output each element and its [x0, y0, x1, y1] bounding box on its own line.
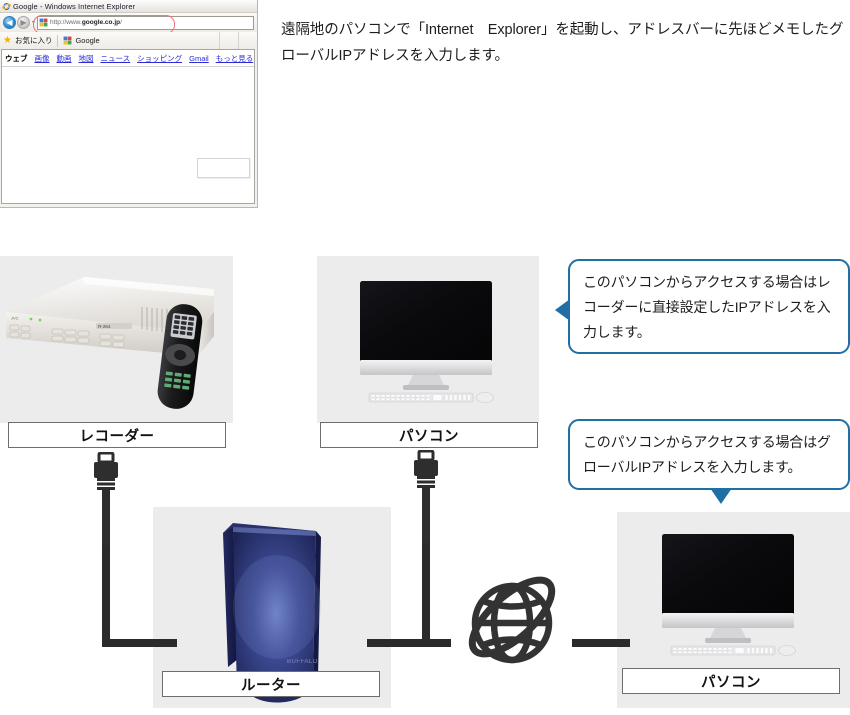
lan-connector-icon: [94, 452, 118, 552]
gnav-item-videos[interactable]: 動画: [56, 54, 72, 63]
forward-arrow-icon: ▶: [20, 17, 27, 27]
router-label: ルーター: [162, 671, 380, 697]
cable-router-to-internet: [391, 639, 451, 647]
favorites-item-label: Google: [75, 36, 100, 45]
gnav-item-news[interactable]: ニュース: [100, 54, 131, 63]
gnav-item-web[interactable]: ウェブ: [5, 54, 28, 63]
favorites-bar: ★ お気に入り Google: [0, 32, 257, 49]
ie-logo-icon: [2, 2, 11, 10]
back-button[interactable]: ◀: [3, 16, 16, 29]
pc-top-label: パソコン: [320, 422, 538, 448]
svg-text:R-264: R-264: [98, 324, 111, 329]
toolbar-slot-1[interactable]: [219, 32, 238, 49]
favorites-button-label[interactable]: お気に入り: [14, 36, 53, 45]
pc-bottom-label: パソコン: [622, 668, 840, 694]
recorder-photo: JVC R-264: [0, 256, 233, 423]
browser-content-area: ウェブ 画像 動画 地図 ニュース ショッピング Gmail もっと見る ▾: [1, 49, 255, 204]
lan-connector-icon: [414, 450, 438, 550]
gnav-item-gmail[interactable]: Gmail: [189, 54, 209, 63]
gnav-item-more[interactable]: もっと見る: [215, 54, 254, 63]
favorites-item-google[interactable]: Google: [63, 36, 100, 45]
recorder-label: レコーダー: [8, 422, 226, 448]
callout-tail-down-icon: [710, 488, 732, 504]
google-favicon-icon: [64, 36, 72, 45]
browser-window-title: Google - Windows Internet Explorer: [13, 1, 136, 11]
favorites-divider: [57, 34, 59, 47]
gnav-item-images[interactable]: 画像: [34, 54, 50, 63]
favorites-bar-right-group: [219, 32, 257, 49]
cable-internet-to-pc: [572, 639, 630, 647]
address-bar-url: http://www.google.co.jp/: [50, 19, 122, 26]
instruction-paragraph: 遠隔地のパソコンで「Internet Explorer」を起動し、アドレスバーに…: [281, 21, 844, 64]
star-icon: ★: [3, 34, 12, 46]
recent-pages-chevron-down-icon[interactable]: ▾: [32, 20, 36, 26]
cable-recorder-horizontal: [102, 639, 177, 647]
callout-tail-left-icon: [555, 299, 570, 321]
desktop-pc-photo: [317, 256, 539, 423]
cable-recorder-vertical: [102, 545, 110, 647]
pc-callout-text: このパソコンからアクセスする場合はグローバルIPアドレスを入力します。: [583, 434, 831, 475]
address-bar[interactable]: http://www.google.co.jp/: [37, 15, 254, 30]
svg-text:BUFFALO: BUFFALO: [287, 659, 318, 665]
recorder-image-panel: JVC R-264: [0, 256, 233, 423]
google-service-nav: ウェブ 画像 動画 地図 ニュース ショッピング Gmail もっと見る ▾: [2, 50, 254, 67]
toolbar-slot-2[interactable]: [238, 32, 257, 49]
gnav-item-maps[interactable]: 地図: [78, 54, 94, 63]
back-arrow-icon: ◀: [6, 17, 13, 27]
cable-pc-vertical: [422, 543, 430, 647]
recorder-callout-text: このパソコンからアクセスする場合はレコーダーに直接設定したIPアドレスを入力しま…: [583, 274, 831, 340]
pc-callout: このパソコンからアクセスする場合はグローバルIPアドレスを入力します。: [568, 419, 850, 504]
globe-network-icon: [468, 576, 556, 664]
svg-text:JVC: JVC: [11, 316, 19, 321]
page-floating-box: [197, 158, 250, 178]
forward-button[interactable]: ▶: [17, 16, 30, 29]
gnav-item-shopping[interactable]: ショッピング: [137, 54, 183, 63]
internet-explorer-window: Google - Windows Internet Explorer ◀ ▶ ▾…: [0, 0, 258, 208]
browser-titlebar: Google - Windows Internet Explorer: [0, 0, 257, 13]
browser-navigation-bar: ◀ ▶ ▾ http://www.google.co.jp/: [0, 13, 257, 32]
google-favicon-icon: [39, 18, 48, 27]
recorder-callout: このパソコンからアクセスする場合はレコーダーに直接設定したIPアドレスを入力しま…: [555, 259, 850, 354]
pc-top-image-panel: [317, 256, 539, 423]
